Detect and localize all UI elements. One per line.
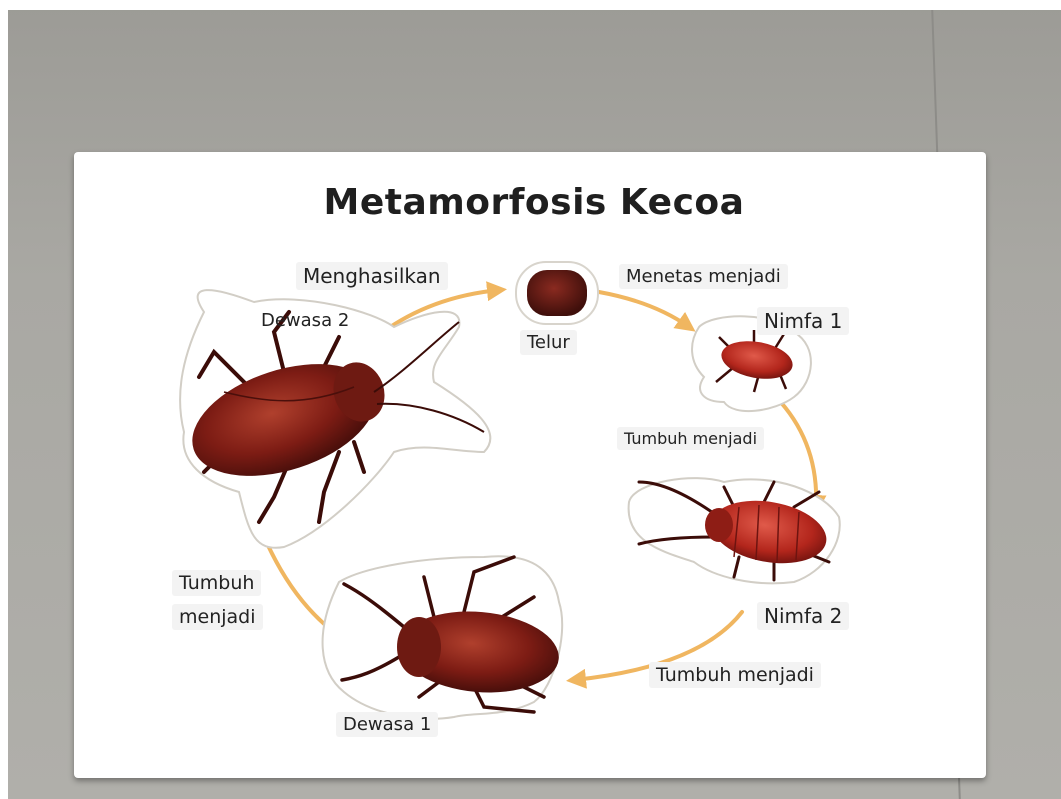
egg-illustration [516,262,598,324]
poster-title: Metamorfosis Kecoa [314,182,754,223]
arrow-egg-to-nymph1 [599,292,689,327]
label-transition-grow3-line1: Tumbuh [172,570,261,596]
adult1-cockroach-illustration [323,556,563,719]
photo-border-left [0,0,8,799]
poster-board: Metamorfosis Kecoa Menghasilkan Telur Me… [74,152,986,778]
label-transition-hatch: Menetas menjadi [619,264,788,289]
label-transition-grow2: Tumbuh menjadi [649,662,821,688]
nymph2-cockroach-illustration [629,478,840,583]
label-stage-adult1: Dewasa 1 [336,712,438,737]
label-stage-adult2: Dewasa 2 [254,308,356,333]
label-transition-produce: Menghasilkan [296,262,448,290]
label-transition-grow3-line2: menjadi [172,604,263,630]
photo-border-top [0,0,1061,10]
label-stage-nymph1: Nimfa 1 [757,307,849,335]
label-stage-egg: Telur [520,330,577,355]
label-transition-grow1: Tumbuh menjadi [617,427,764,450]
life-cycle-illustration [74,152,986,778]
label-stage-nymph2: Nimfa 2 [757,602,849,630]
